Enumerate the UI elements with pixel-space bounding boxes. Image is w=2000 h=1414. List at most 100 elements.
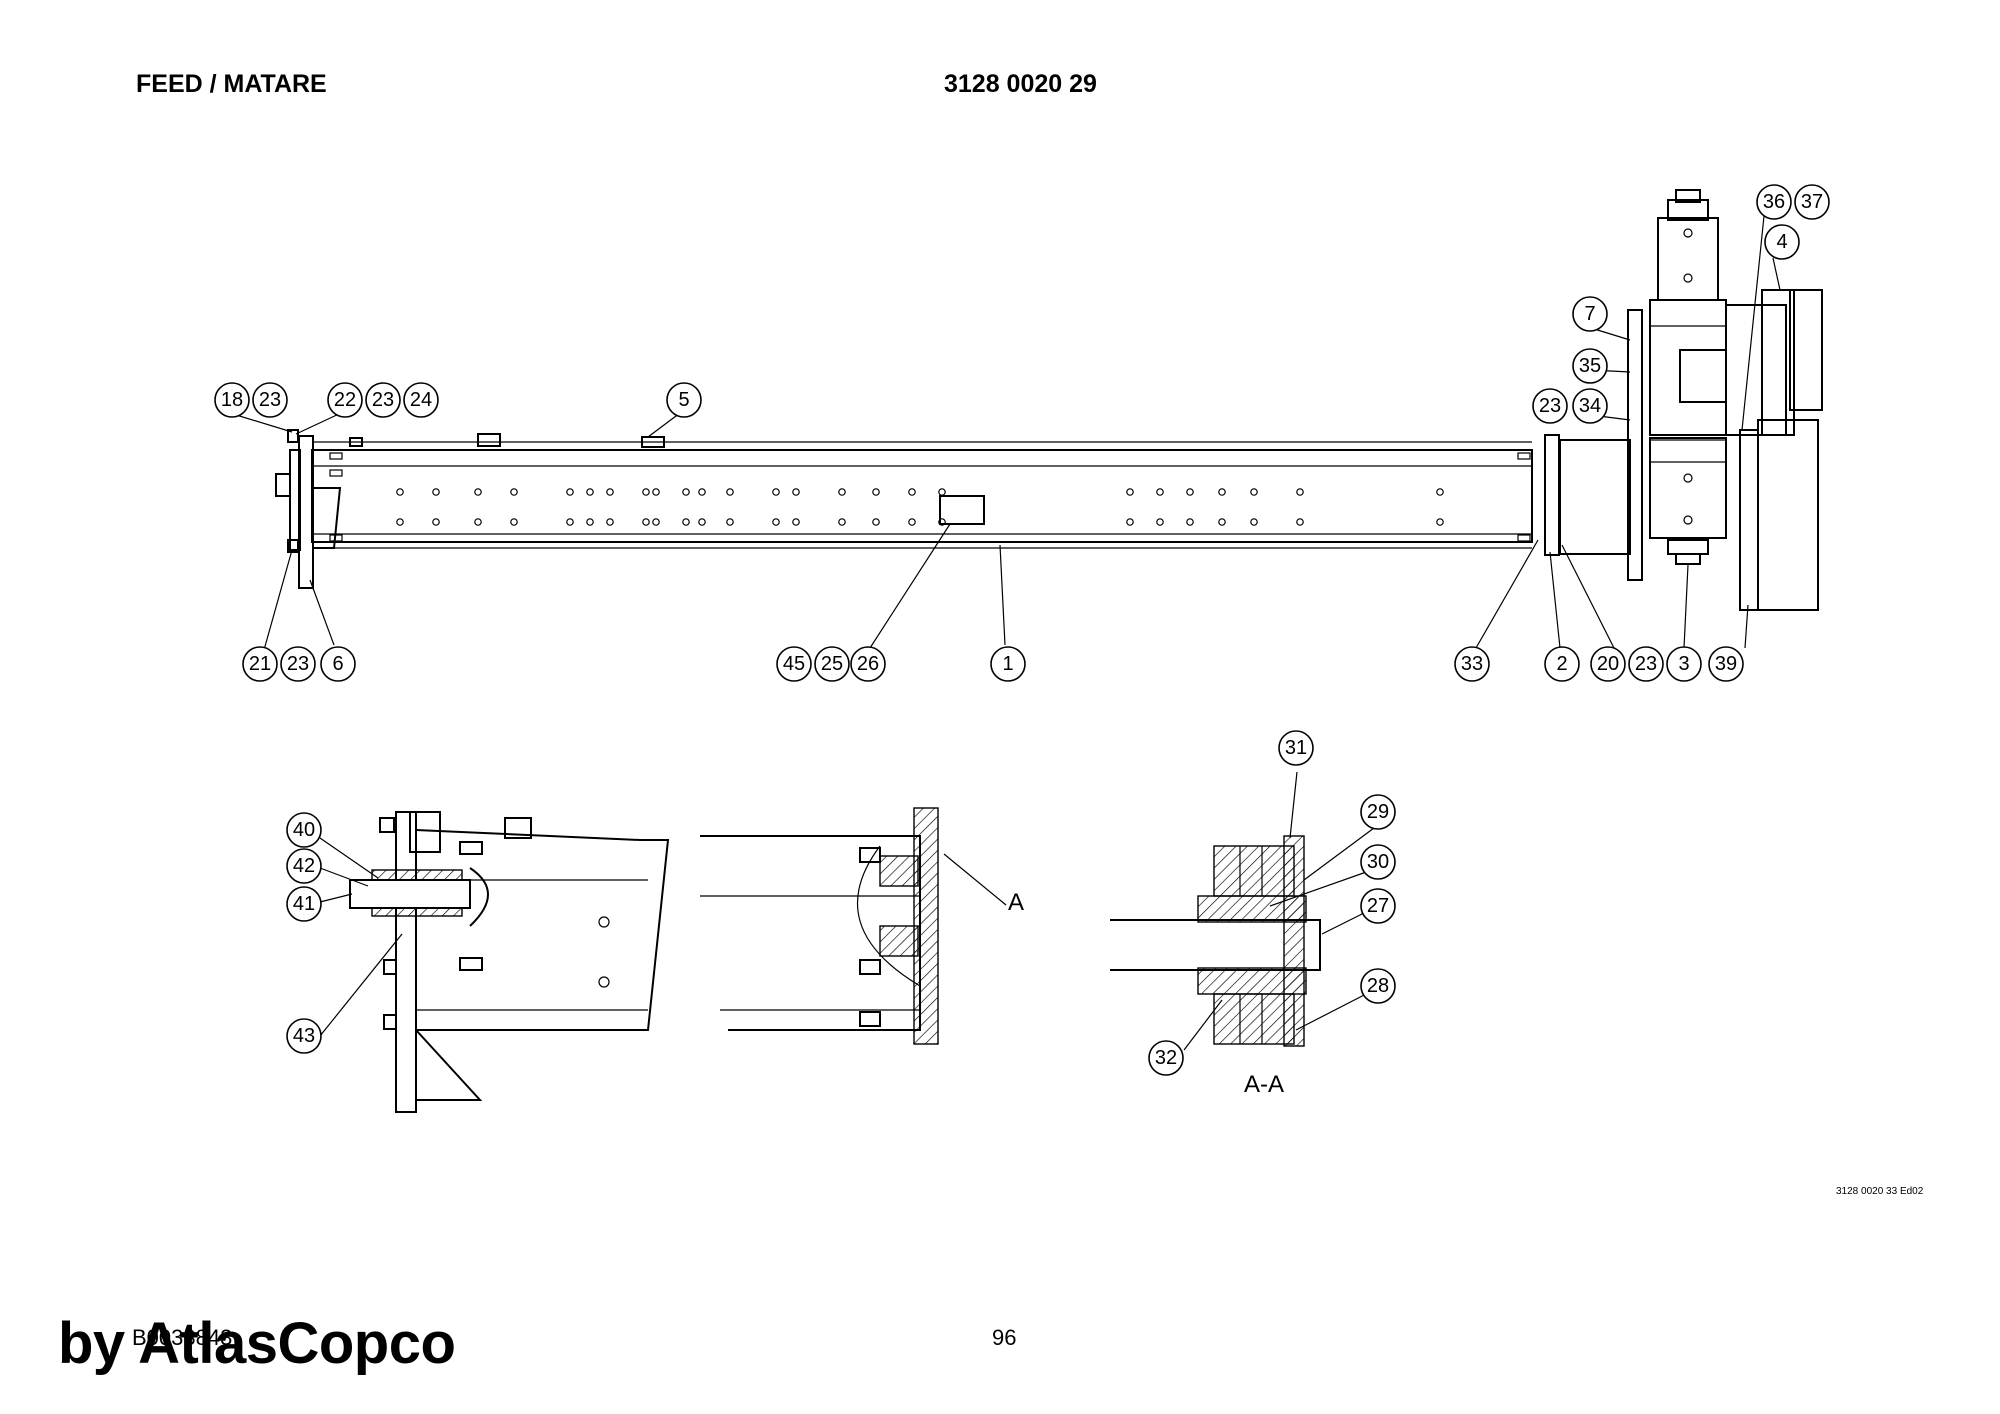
beam-hole (1218, 488, 1226, 496)
beam-hole (1296, 518, 1304, 526)
callout-24[interactable]: 24 (403, 382, 439, 418)
beam-hole (1126, 488, 1134, 496)
callout-26[interactable]: 26 (850, 646, 886, 682)
beam-hole (1296, 488, 1304, 496)
callout-31[interactable]: 31 (1278, 730, 1314, 766)
view-marker-a: A (1008, 889, 1024, 916)
callout-40[interactable]: 40 (286, 812, 322, 848)
beam-hole (586, 488, 594, 496)
beam-hole (1156, 488, 1164, 496)
callout-23[interactable]: 23 (365, 382, 401, 418)
svg-text:40: 40 (293, 819, 315, 841)
callout-5[interactable]: 5 (666, 382, 702, 418)
callout-bubbles: 18 23 22 23 24 5 7 35 23 34 36 37 4 21 2… (214, 184, 1830, 1076)
svg-text:23: 23 (1635, 653, 1657, 675)
beam-hole (566, 518, 574, 526)
callout-33[interactable]: 33 (1454, 646, 1490, 682)
callout-30[interactable]: 30 (1360, 844, 1396, 880)
callout-39[interactable]: 39 (1708, 646, 1744, 682)
callout-23[interactable]: 23 (1532, 388, 1568, 424)
callout-3[interactable]: 3 (1666, 646, 1702, 682)
svg-text:30: 30 (1367, 851, 1389, 873)
callout-7[interactable]: 7 (1572, 296, 1608, 332)
beam-hole (1186, 518, 1194, 526)
beam-hole (726, 518, 734, 526)
beam-hole (838, 518, 846, 526)
callout-23[interactable]: 23 (252, 382, 288, 418)
svg-text:26: 26 (857, 653, 879, 675)
svg-text:22: 22 (334, 389, 356, 411)
beam-hole (872, 518, 880, 526)
callout-18[interactable]: 18 (214, 382, 250, 418)
beam-hole (1218, 518, 1226, 526)
callout-45[interactable]: 45 (776, 646, 812, 682)
svg-text:20: 20 (1597, 653, 1619, 675)
svg-text:6: 6 (332, 653, 343, 675)
callout-2[interactable]: 2 (1544, 646, 1580, 682)
callout-27[interactable]: 27 (1360, 888, 1396, 924)
svg-text:3: 3 (1678, 653, 1689, 675)
callout-1[interactable]: 1 (990, 646, 1026, 682)
callout-23[interactable]: 23 (280, 646, 316, 682)
callout-4[interactable]: 4 (1764, 224, 1800, 260)
callout-42[interactable]: 42 (286, 848, 322, 884)
detail-end-plate-view (700, 807, 939, 1045)
callout-41[interactable]: 41 (286, 886, 322, 922)
beam-hole (772, 518, 780, 526)
beam-hole (682, 518, 690, 526)
callout-36[interactable]: 36 (1756, 184, 1792, 220)
callout-43[interactable]: 43 (286, 1018, 322, 1054)
svg-text:36: 36 (1763, 191, 1785, 213)
callout-20[interactable]: 20 (1590, 646, 1626, 682)
beam-hole (1250, 518, 1258, 526)
beam-hole (606, 518, 614, 526)
beam-hole (1250, 488, 1258, 496)
svg-text:7: 7 (1584, 303, 1595, 325)
document-code: B0033843 (132, 1325, 233, 1350)
beam-hole (772, 488, 780, 496)
svg-text:31: 31 (1285, 737, 1307, 759)
svg-text:33: 33 (1461, 653, 1483, 675)
beam-hole (838, 488, 846, 496)
beam-hole (792, 518, 800, 526)
beam-hole (396, 488, 404, 496)
callout-37[interactable]: 37 (1794, 184, 1830, 220)
left-end-bracket (275, 429, 342, 589)
svg-text:32: 32 (1155, 1047, 1177, 1069)
callout-21[interactable]: 21 (242, 646, 278, 682)
svg-text:29: 29 (1367, 801, 1389, 823)
section-label: A-A (1244, 1071, 1284, 1098)
svg-text:2: 2 (1556, 653, 1567, 675)
beam-hole (652, 488, 660, 496)
right-end-assembly (1544, 189, 1823, 611)
beam-hole (1186, 488, 1194, 496)
svg-text:24: 24 (410, 389, 432, 411)
detail-pivot-view (349, 811, 670, 1113)
callout-35[interactable]: 35 (1572, 348, 1608, 384)
document-title: FEED / MATARE (136, 70, 327, 98)
svg-text:28: 28 (1367, 975, 1389, 997)
beam-hole (726, 488, 734, 496)
beam-hole (432, 488, 440, 496)
brand-watermark: by AtlasCopco (58, 1311, 456, 1376)
callout-32[interactable]: 32 (1148, 1040, 1184, 1076)
callout-6[interactable]: 6 (320, 646, 356, 682)
beam-hole (642, 488, 650, 496)
svg-text:18: 18 (221, 389, 243, 411)
svg-text:37: 37 (1801, 191, 1823, 213)
callout-34[interactable]: 34 (1572, 388, 1608, 424)
callout-25[interactable]: 25 (814, 646, 850, 682)
callout-23[interactable]: 23 (1628, 646, 1664, 682)
svg-text:23: 23 (372, 389, 394, 411)
callout-28[interactable]: 28 (1360, 968, 1396, 1004)
beam-hole (698, 518, 706, 526)
svg-text:23: 23 (1539, 395, 1561, 417)
callout-29[interactable]: 29 (1360, 794, 1396, 830)
svg-text:27: 27 (1367, 895, 1389, 917)
svg-text:1: 1 (1002, 653, 1013, 675)
feed-beam (311, 433, 1533, 549)
beam-hole (908, 518, 916, 526)
callout-22[interactable]: 22 (327, 382, 363, 418)
beam-hole (566, 488, 574, 496)
